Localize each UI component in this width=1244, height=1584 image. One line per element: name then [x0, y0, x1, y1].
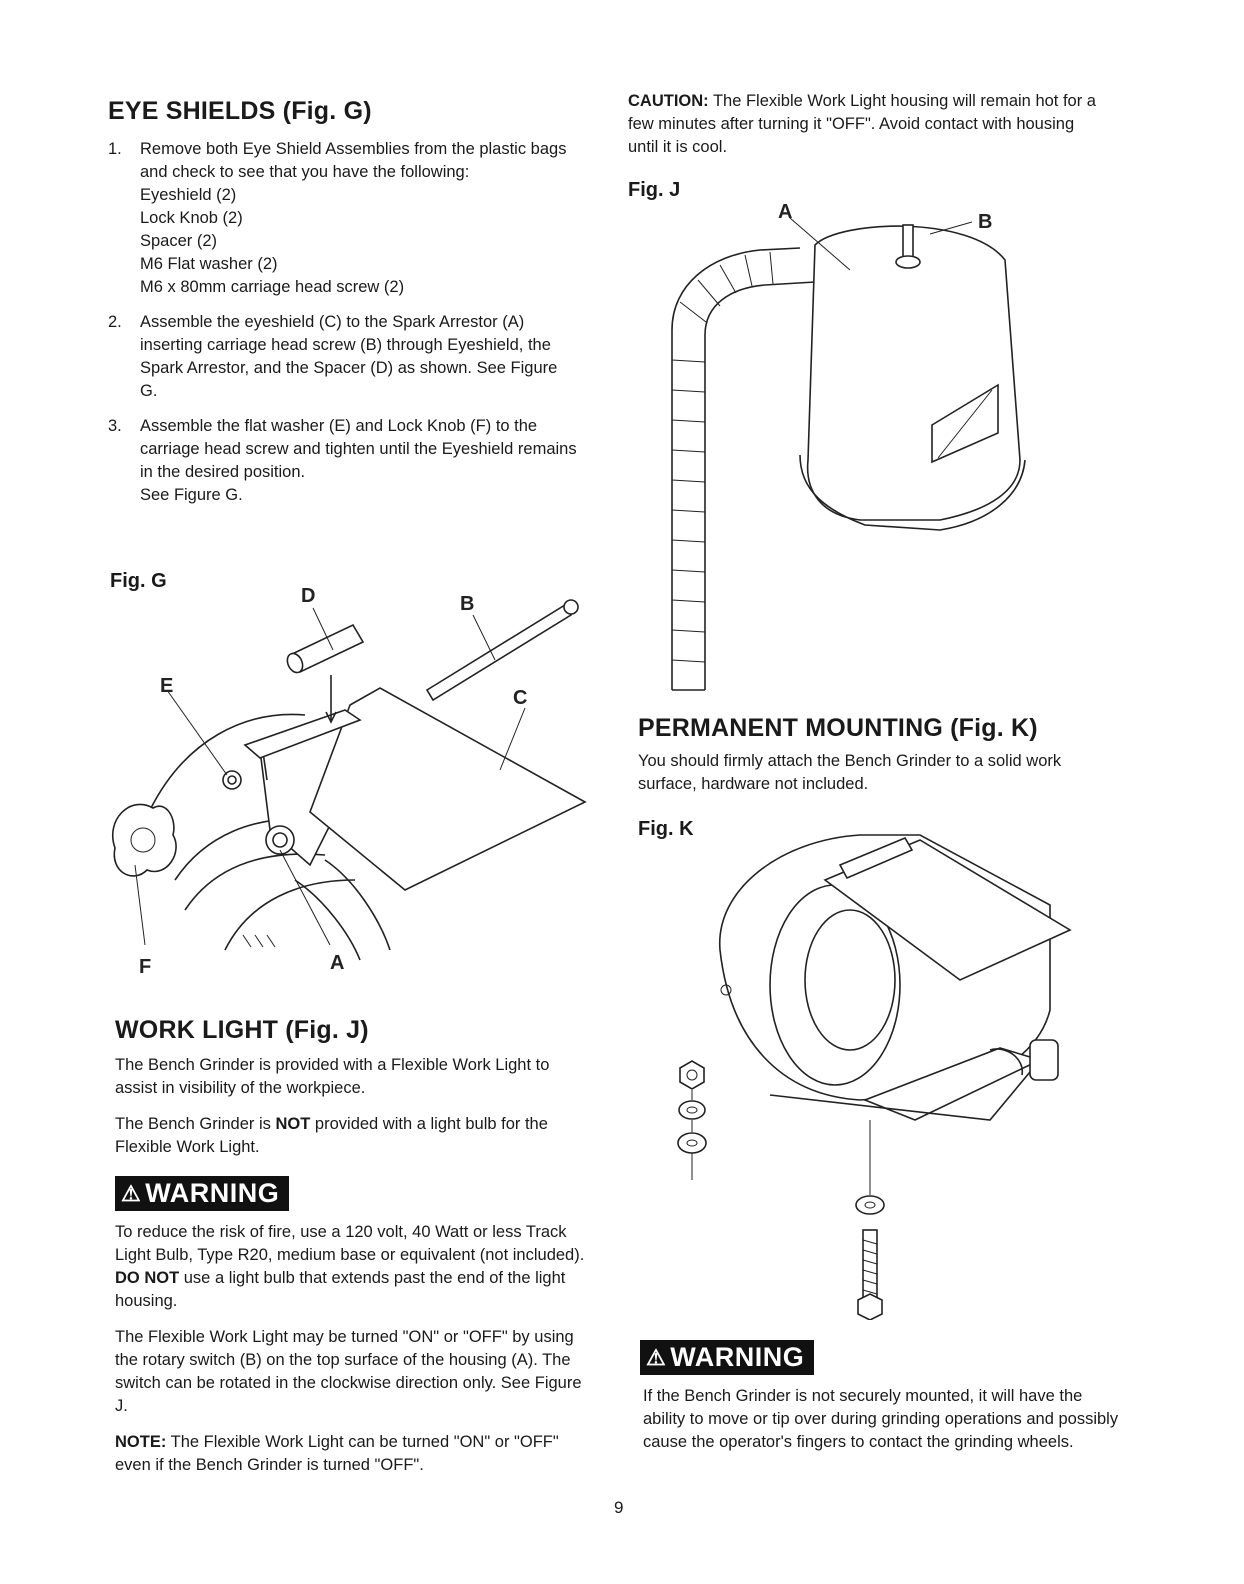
- step-number: 2.: [108, 313, 122, 331]
- warning-label-text: WARNING: [145, 1178, 280, 1208]
- parts-item: M6 Flat washer (2): [140, 255, 278, 273]
- fig-j-illustration: A B: [671, 201, 1026, 691]
- callout-a: A: [778, 201, 792, 223]
- rotary-switch-shape: [895, 224, 921, 269]
- note-label: NOTE:: [115, 1433, 167, 1451]
- text-run: The Flexible Work Light housing will rem…: [628, 92, 1096, 156]
- text-run: provided with a light bulb for the Flexi…: [115, 1115, 548, 1156]
- work-light-para-3: The Flexible Work Light may be turned "O…: [115, 1328, 582, 1415]
- callout-b: B: [460, 593, 474, 615]
- note-text: NOTE: The Flexible Work Light can be tur…: [115, 1431, 595, 1477]
- warning-label: ⚠WARNING: [115, 1176, 290, 1211]
- parts-item: Eyeshield (2): [140, 186, 237, 204]
- callout-f: F: [139, 956, 151, 978]
- warning-label-text: WARNING: [670, 1342, 805, 1372]
- callout-a: A: [330, 952, 344, 974]
- permanent-mounting-heading: PERMANENT MOUNTING (Fig. K): [638, 714, 1038, 742]
- parts-item: Spacer (2): [140, 232, 218, 250]
- warning-badge: ⚠WARNING: [640, 1340, 815, 1375]
- washer-and-knob-shape: [112, 770, 242, 877]
- step-number: 1.: [108, 140, 122, 158]
- text-run: use a light bulb that extends past the e…: [115, 1269, 566, 1310]
- step-3: 3. Assemble the flat washer (E) and Lock…: [108, 415, 578, 507]
- step-text: Assemble the flat washer (E) and Lock Kn…: [140, 417, 577, 481]
- warning-text: To reduce the risk of fire, use a 120 vo…: [115, 1221, 595, 1313]
- step-2: 2. Assemble the eyeshield (C) to the Spa…: [108, 311, 578, 403]
- warning-triangle-icon: ⚠: [121, 1180, 142, 1206]
- callout-e: E: [160, 675, 173, 697]
- page-number: 9: [614, 1498, 624, 1517]
- callout-b: B: [978, 211, 992, 233]
- text-run: The Bench Grinder is: [115, 1115, 276, 1133]
- warning-triangle-icon: ⚠: [646, 1344, 667, 1370]
- warning-label: ⚠WARNING: [640, 1340, 815, 1375]
- mounting-hardware-shape: [677, 1060, 885, 1320]
- fig-k-illustration: [677, 834, 1072, 1320]
- emphasis-text: NOT: [275, 1115, 311, 1133]
- fig-k-label: Fig. K: [638, 818, 694, 840]
- eye-shields-steps: 1. Remove both Eye Shield Assemblies fro…: [108, 138, 578, 519]
- flexible-gooseneck-shape: [671, 247, 816, 691]
- permanent-mounting-text: You should firmly attach the Bench Grind…: [638, 752, 1062, 793]
- fig-g-illustration: D B E C F A: [112, 585, 587, 978]
- work-light-para-1: The Bench Grinder is provided with a Fle…: [115, 1056, 550, 1097]
- caution-label: CAUTION:: [628, 92, 709, 110]
- parts-item: M6 x 80mm carriage head screw (2): [140, 278, 405, 296]
- callout-d: D: [301, 585, 315, 607]
- light-housing-shape: [799, 225, 1026, 531]
- mounting-warning-text: If the Bench Grinder is not securely mou…: [643, 1387, 1119, 1451]
- step-number: 3.: [108, 417, 122, 435]
- step-1: 1. Remove both Eye Shield Assemblies fro…: [108, 138, 578, 299]
- work-light-heading: WORK LIGHT (Fig. J): [115, 1016, 369, 1044]
- text-run: To reduce the risk of fire, use a 120 vo…: [115, 1223, 585, 1264]
- spacer-shape: [286, 623, 365, 724]
- fig-g-label: Fig. G: [110, 570, 167, 592]
- work-light-body: The Bench Grinder is provided with a Fle…: [115, 1054, 595, 1477]
- carriage-screw-shape: [425, 599, 579, 702]
- fig-j-label: Fig. J: [628, 179, 681, 201]
- callout-c: C: [513, 687, 527, 709]
- caution-text: CAUTION: The Flexible Work Light housing…: [628, 90, 1108, 159]
- bench-grinder-shape: [719, 834, 1072, 1121]
- eye-shields-heading: EYE SHIELDS (Fig. G): [108, 97, 372, 125]
- text-run: The Flexible Work Light can be turned "O…: [115, 1433, 559, 1474]
- warning-badge: ⚠WARNING: [115, 1176, 595, 1211]
- emphasis-text: DO NOT: [115, 1269, 180, 1287]
- step-text: Assemble the eyeshield (C) to the Spark …: [140, 313, 558, 400]
- parts-item: Lock Knob (2): [140, 209, 243, 227]
- step-text: Remove both Eye Shield Assemblies from t…: [140, 140, 567, 181]
- step-text: See Figure G.: [140, 486, 243, 504]
- work-light-para-2: The Bench Grinder is NOT provided with a…: [115, 1113, 595, 1159]
